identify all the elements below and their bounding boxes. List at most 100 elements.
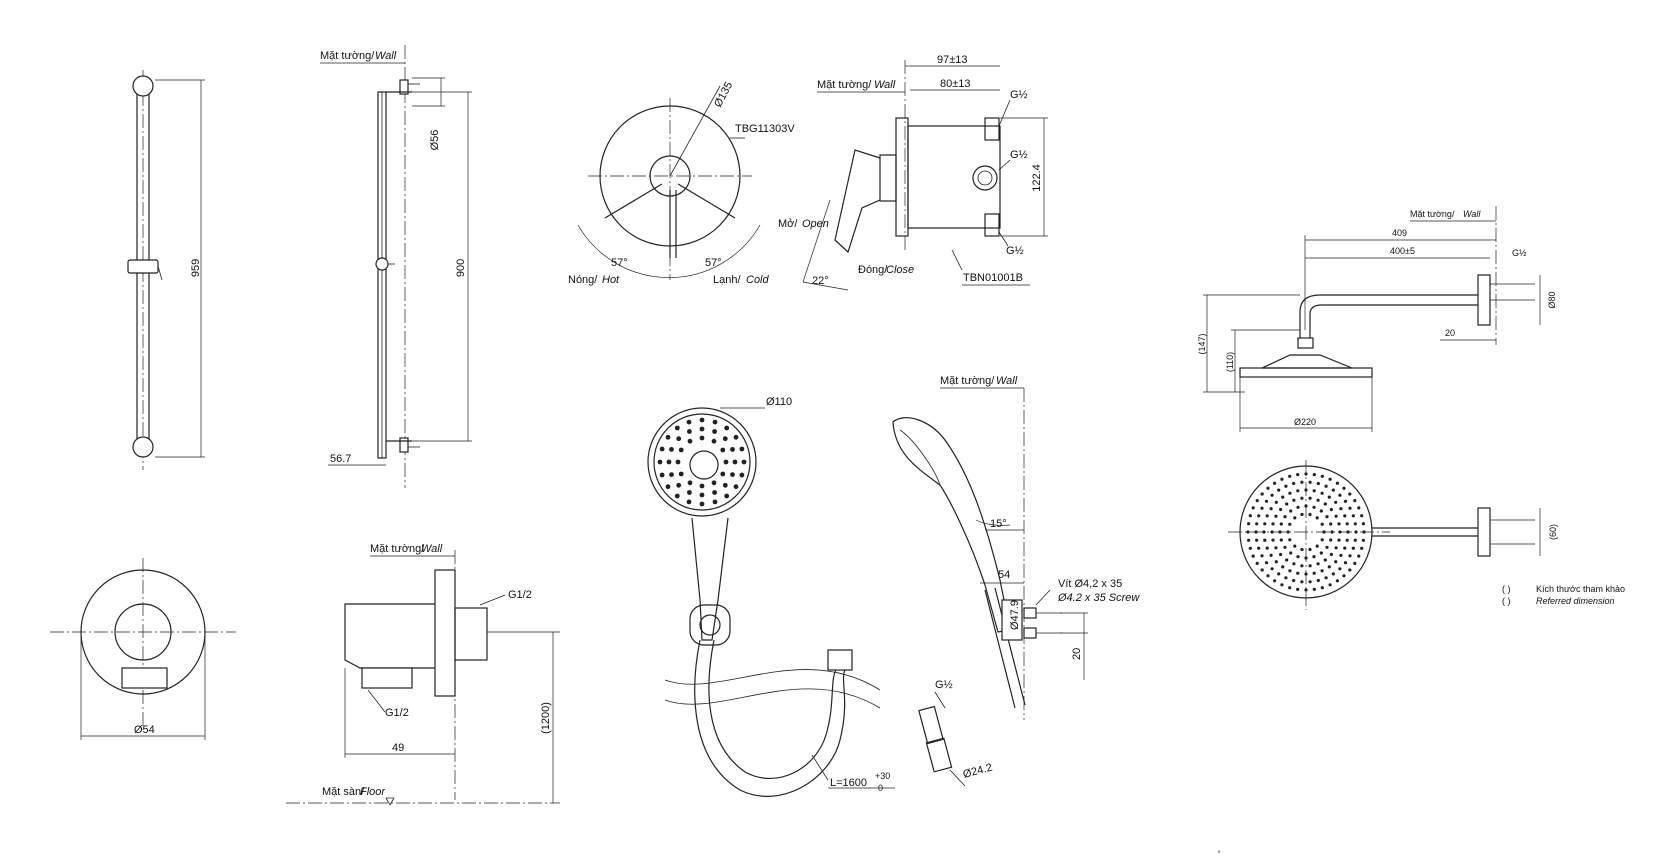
nut-dia: Ø24.2 — [962, 762, 994, 781]
nozzle-dot — [1320, 491, 1324, 495]
nozzle-dot — [1248, 546, 1252, 550]
open-label-en: Open — [802, 218, 829, 230]
nozzle-dot — [1324, 576, 1328, 580]
open-label: Mở/ — [778, 218, 798, 230]
nozzle-dot — [1316, 562, 1320, 566]
nozzle-dot — [1269, 553, 1273, 557]
nozzle-dot — [712, 490, 717, 495]
hose-length: L=1600 — [830, 777, 867, 789]
valve-depth-total: 97±13 — [937, 54, 968, 66]
hand-shower-nozzle-pattern — [657, 417, 747, 507]
overhead-head-dia: Ø220 — [1294, 417, 1316, 427]
nozzle-dot — [1312, 571, 1316, 575]
nozzle-dot — [1329, 522, 1333, 526]
nozzle-dot — [1246, 530, 1250, 534]
hot-label: Nóng/ — [568, 274, 598, 286]
slide-bar-length-label: 900 — [455, 259, 467, 277]
nozzle-dot — [1308, 564, 1312, 568]
nozzle-dot — [1283, 545, 1287, 549]
nozzle-dot — [1292, 578, 1296, 583]
nozzle-dot — [1323, 502, 1327, 506]
nozzle-dot — [1251, 554, 1255, 558]
screw-en: Ø4.2 x 35 Screw — [1057, 592, 1140, 604]
nozzle-dot — [1330, 530, 1334, 534]
valve-model: TBN01001B — [963, 272, 1023, 284]
nozzle-dot — [1328, 477, 1332, 481]
nozzle-dot — [711, 438, 717, 444]
outlet-elbow-side-view: Mặt tường/ Wall G1/2 G1/2 49 (1200) Mặt … — [286, 543, 560, 806]
nozzle-dot — [1289, 551, 1293, 555]
nozzle-dot — [657, 459, 663, 465]
outlet-elbow-front-view: Ø54 — [50, 558, 236, 740]
nozzle-dot — [1346, 530, 1350, 534]
nozzle-dot — [1280, 583, 1284, 587]
elbow-height: (1200) — [540, 702, 552, 734]
nozzle-dot — [1260, 506, 1264, 510]
cold-label: Lạnh/ — [713, 274, 741, 286]
nozzle-dot — [686, 499, 692, 505]
nozzle-dot — [686, 419, 692, 425]
nozzle-dot — [1266, 574, 1270, 578]
nozzle-dot — [1274, 546, 1278, 550]
nozzle-dot — [1342, 574, 1346, 578]
nozzle-dot — [712, 429, 717, 434]
mixer-valve-front-view: Ø135 TBG11303V 57° 57° Nóng/ Hot Lạnh/ C… — [568, 80, 795, 286]
nozzle-dot — [1308, 580, 1312, 584]
nozzle-dot — [1285, 502, 1289, 506]
nozzle-dot — [1315, 516, 1319, 520]
elbow-depth: 49 — [392, 742, 404, 754]
arm-length: 409 — [1392, 228, 1407, 238]
slide-bar-side-view: Mặt tường/ Wall Ø56 900 56.7 — [320, 45, 472, 488]
nozzle-dot — [1334, 500, 1338, 504]
nozzle-dot — [1274, 514, 1278, 518]
close-label: Đóng/ — [858, 264, 888, 276]
nozzle-dot — [1296, 505, 1300, 509]
overhead-wall-label-en: Wall — [1463, 209, 1481, 219]
valve-thread-bot: G½ — [1006, 245, 1024, 257]
nozzle-dot — [1343, 561, 1348, 565]
nozzle-dot — [1288, 491, 1292, 495]
nozzle-dot — [1351, 546, 1355, 550]
nozzle-dot — [1308, 547, 1312, 552]
nozzle-dot — [1357, 506, 1361, 510]
nozzle-dot — [1251, 506, 1255, 510]
nozzle-dot — [724, 425, 730, 431]
nozzle-dot — [1327, 565, 1331, 569]
nozzle-dot — [723, 459, 729, 465]
nozzle-dot — [1304, 472, 1308, 476]
nozzle-dot — [722, 436, 728, 442]
nozzle-dot — [1265, 546, 1269, 550]
close-angle: 22° — [812, 275, 829, 287]
nozzle-dot — [1281, 495, 1285, 499]
nozzle-dot — [712, 419, 718, 425]
hot-angle: 57° — [611, 257, 628, 269]
nozzle-dot — [1329, 507, 1333, 512]
nozzle-dot — [1331, 488, 1335, 492]
nozzle-dot — [1304, 504, 1308, 508]
hand-shower-side-view: Mặt tường/ Wall 15° 54 Ø47.9 Vít Ø4,2 x … — [892, 375, 1140, 787]
nozzle-dot — [1304, 488, 1308, 492]
nozzle-dot — [1361, 538, 1365, 542]
slide-bar-front-view: 959 — [127, 70, 205, 470]
overhead-drop-total: (147) — [1197, 333, 1207, 354]
overhead-drop: (110) — [1225, 352, 1235, 372]
nozzle-dot — [674, 493, 680, 499]
nozzle-dot — [1255, 499, 1259, 503]
overhead-shower-side-view: Mặt tường/ Wall 409 400±5 G½ Ø80 20 (147… — [1197, 206, 1557, 432]
nozzle-dot — [1281, 565, 1285, 569]
nozzle-dot — [711, 480, 717, 486]
nozzle-dot — [1262, 530, 1266, 534]
elbow-wall-label: Mặt tường/ — [370, 543, 425, 555]
nozzle-dot — [1289, 509, 1293, 513]
nozzle-dot — [687, 480, 693, 486]
nozzle-dot — [733, 434, 739, 440]
nozzle-dot — [1320, 569, 1324, 573]
nozzle-dot — [678, 447, 684, 453]
nozzle-dot — [1335, 579, 1339, 583]
nozzle-dot — [1348, 492, 1352, 496]
nozzle-dot — [1284, 484, 1288, 488]
nozzle-dot — [1260, 554, 1264, 558]
nozzle-dot — [1260, 568, 1264, 572]
nozzle-dot — [1339, 553, 1343, 557]
